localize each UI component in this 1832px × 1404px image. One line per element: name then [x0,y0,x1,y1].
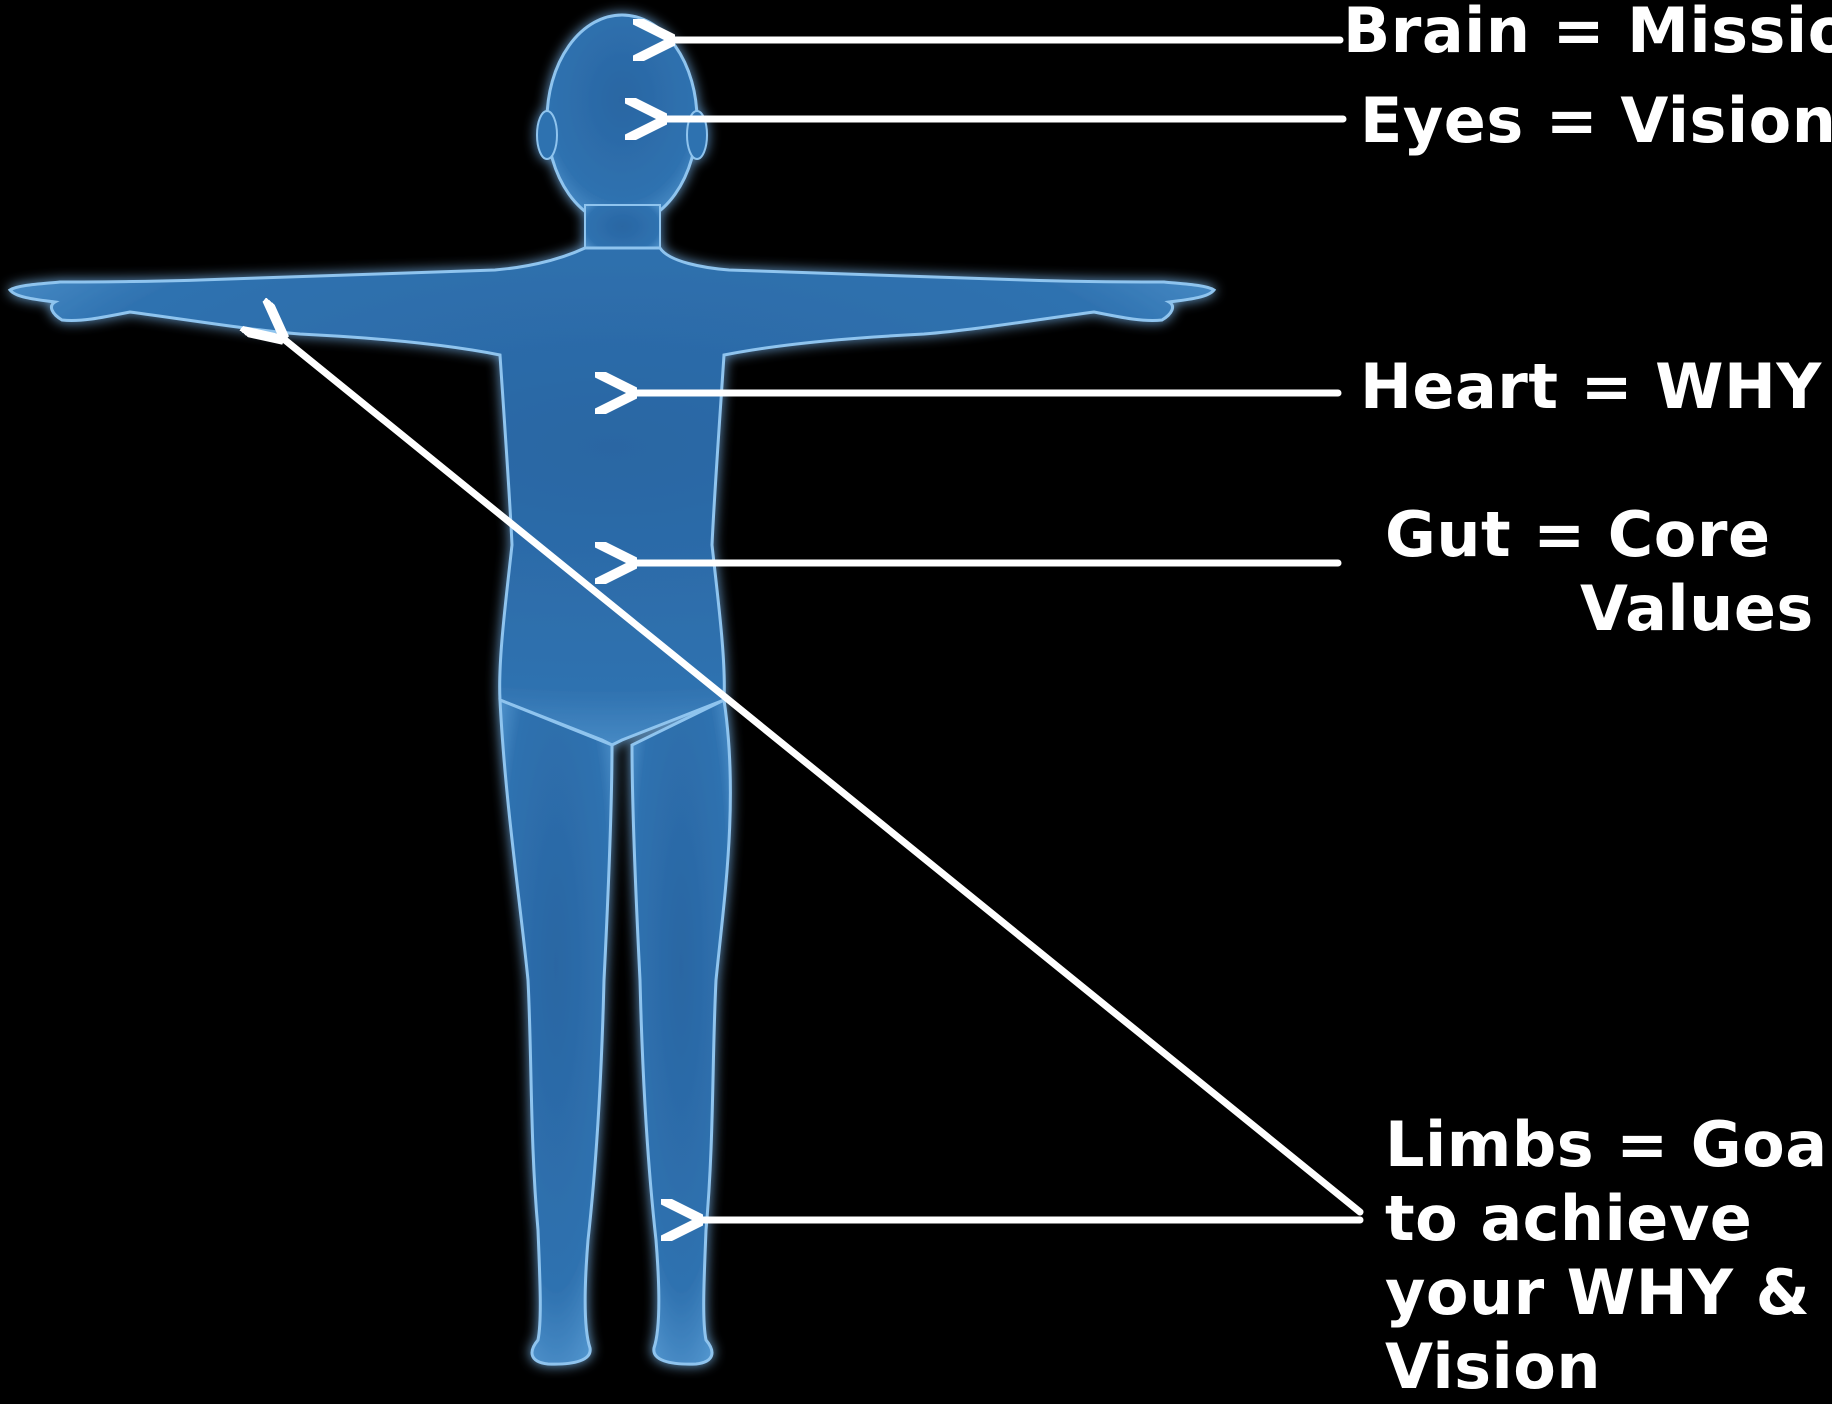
left-leg [500,700,612,1364]
brain-label: Brain = Mission [1343,0,1832,68]
right-leg [632,700,730,1364]
torso-and-arms [10,248,1214,745]
limbs-label-line2: to achieve [1385,1182,1832,1256]
human-figure [10,15,1214,1364]
limbs-arm-arrow [280,336,1360,1212]
eyes-label: Eyes = Vision [1360,84,1832,158]
limbs-label-line4: Vision [1385,1330,1832,1404]
heart-label-text: Heart = WHY [1360,350,1822,424]
gut-label-line1: Gut = Core [1385,498,1814,572]
gut-label: Gut = Core Values [1385,498,1814,646]
limbs-label-line3: your WHY & [1385,1256,1832,1330]
pointer-arrows [280,40,1360,1220]
gut-label-line2: Values [1385,572,1814,646]
brain-label-text: Brain = Mission [1343,0,1832,68]
limbs-label: Limbs = Goals to achieve your WHY & Visi… [1385,1108,1832,1404]
heart-label: Heart = WHY [1360,350,1822,424]
limbs-label-line1: Limbs = Goals [1385,1108,1832,1182]
eyes-label-text: Eyes = Vision [1360,84,1832,158]
left-ear [537,111,557,159]
